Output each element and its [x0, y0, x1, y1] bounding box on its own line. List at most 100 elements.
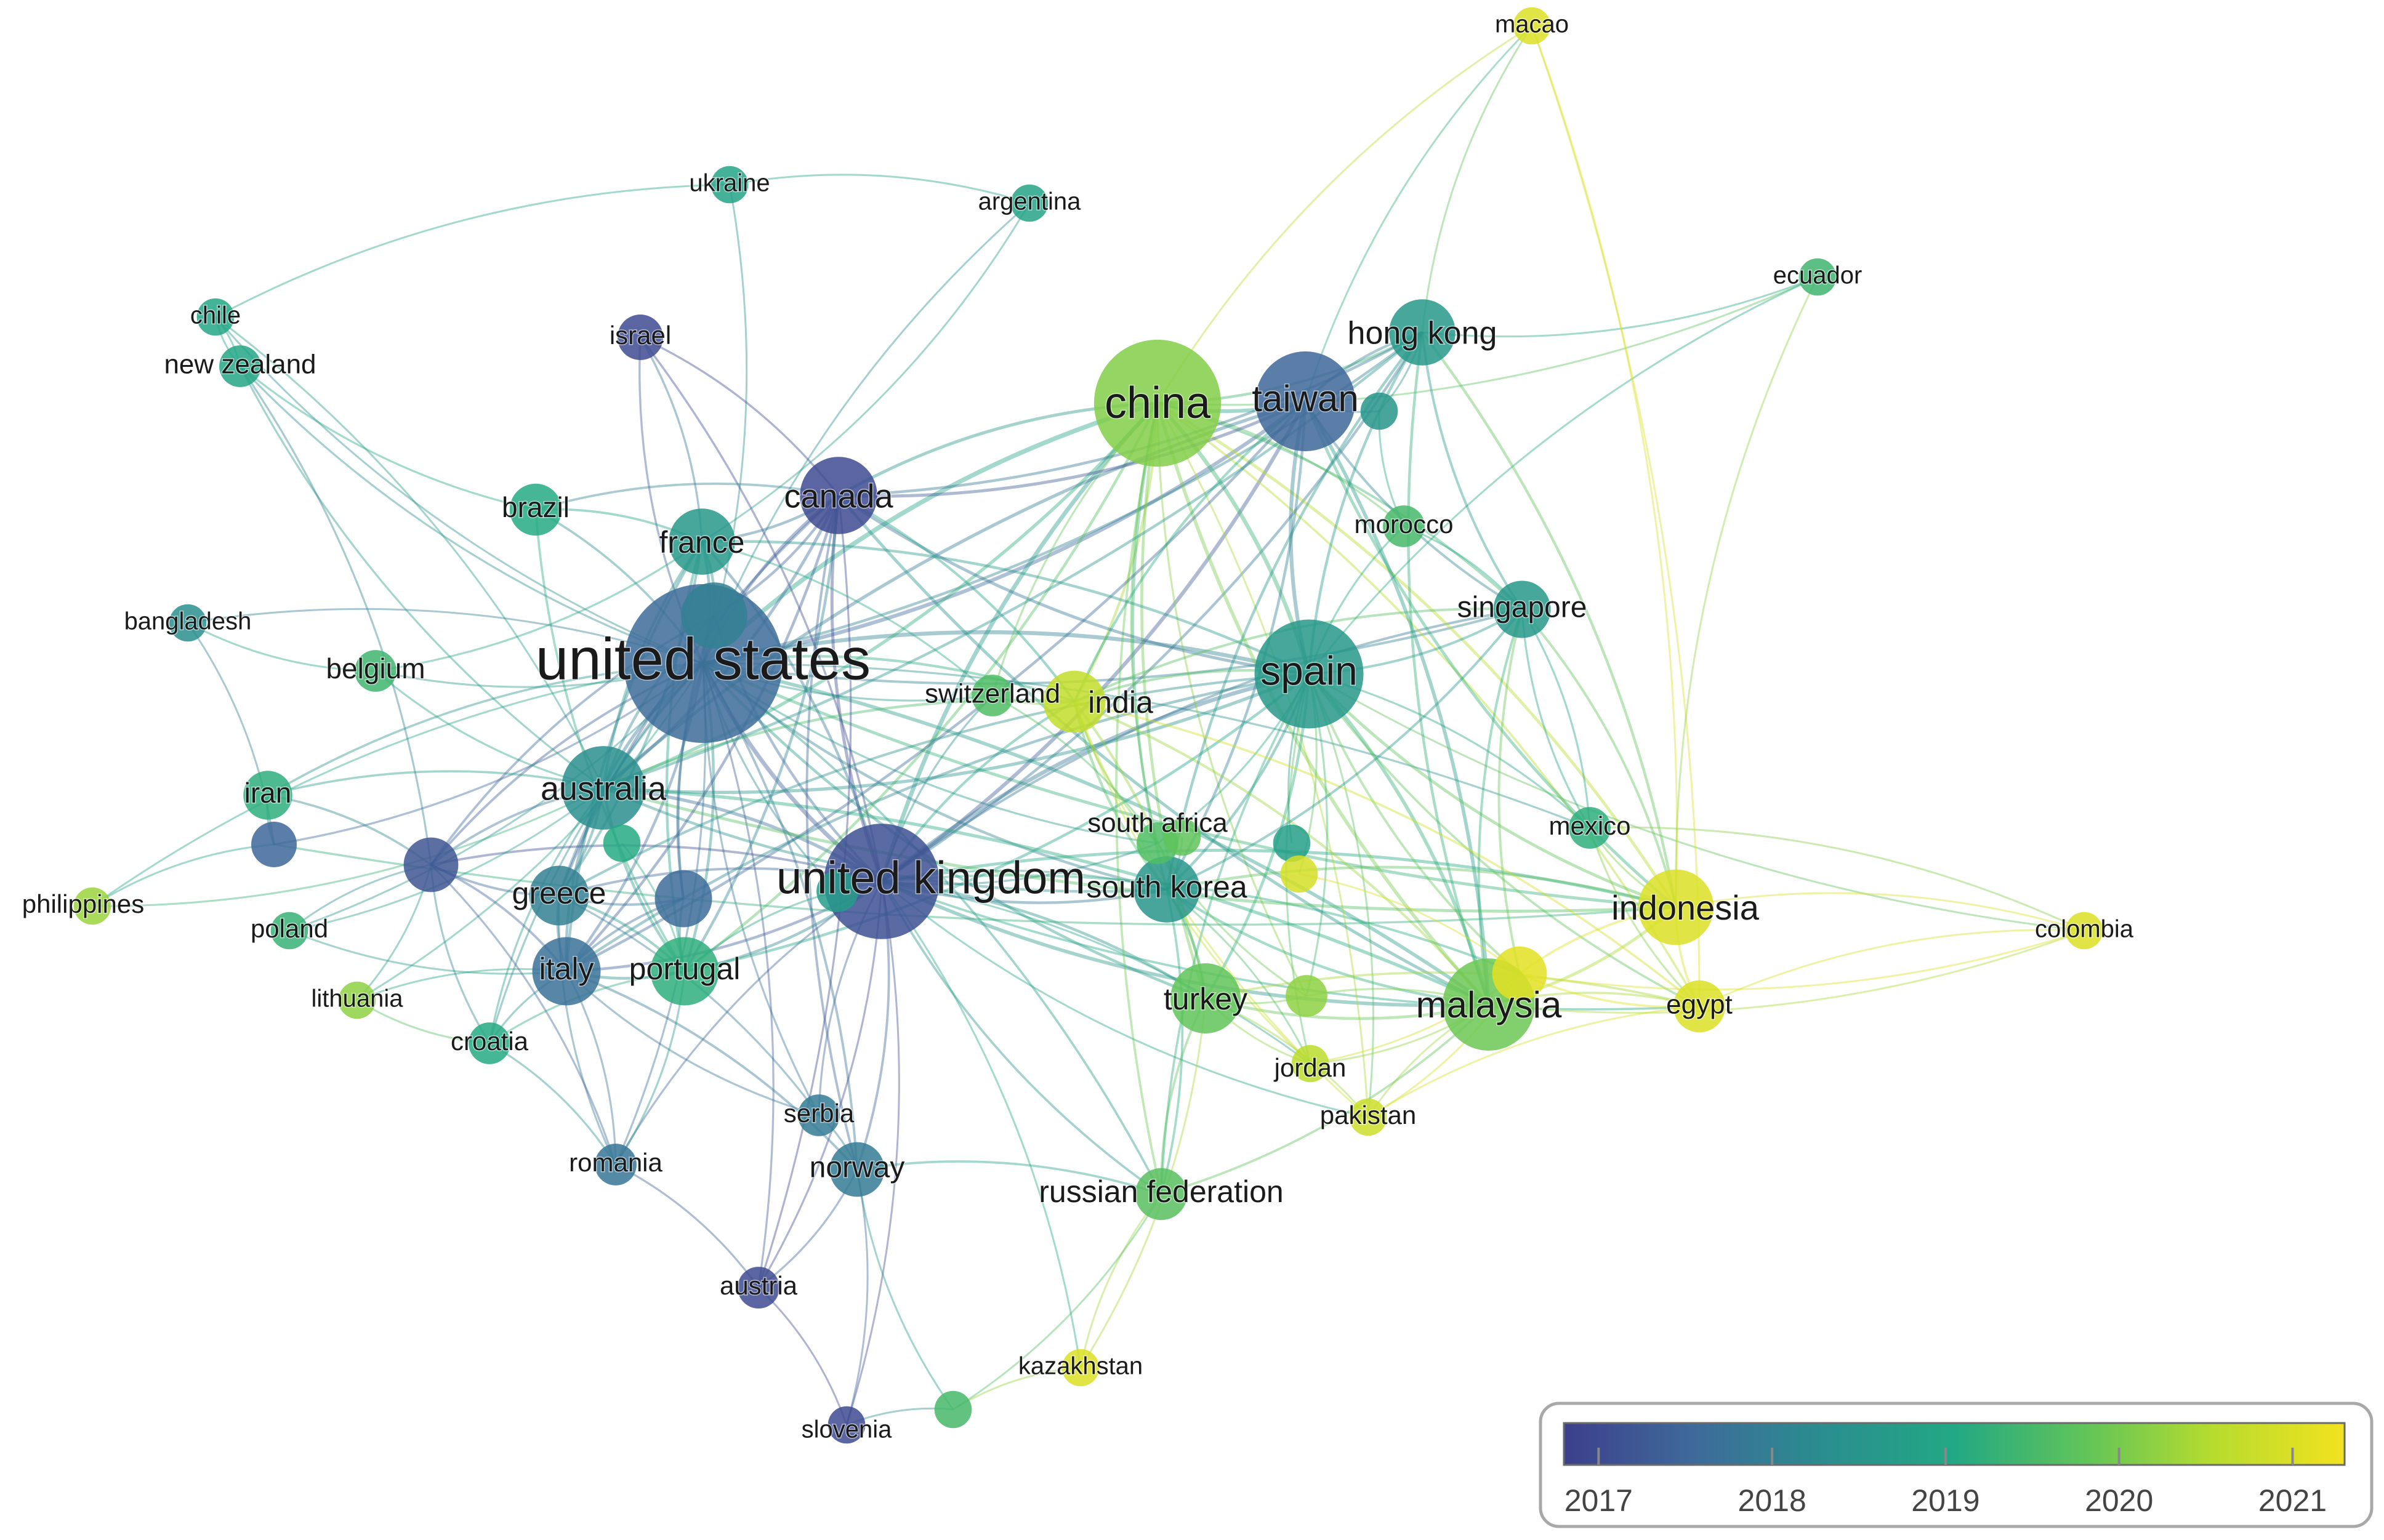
node-croatia[interactable]	[469, 1022, 510, 1064]
node-austria[interactable]	[738, 1267, 779, 1309]
node-u10[interactable]	[1280, 855, 1318, 893]
node-label-macao[interactable]: macao	[1494, 10, 1569, 39]
node-china[interactable]	[1093, 339, 1222, 467]
node-romania[interactable]	[595, 1144, 637, 1185]
node-label-new-zealand[interactable]: new zealand	[163, 348, 317, 380]
node-australia[interactable]	[562, 746, 645, 830]
node-label-greece[interactable]: greece	[511, 875, 607, 912]
node-portugal[interactable]	[650, 937, 719, 1006]
node-turkey[interactable]	[1170, 963, 1241, 1033]
node-macao[interactable]	[1513, 7, 1551, 45]
node-label-poland[interactable]: poland	[249, 913, 329, 944]
node-label-south-korea[interactable]: south korea	[1085, 869, 1248, 905]
node-brazil[interactable]	[509, 483, 562, 536]
node-u13[interactable]	[1163, 818, 1201, 856]
node-taiwan[interactable]	[1255, 351, 1356, 452]
node-indonesia[interactable]	[1638, 869, 1714, 945]
node-belgium[interactable]	[355, 650, 397, 692]
node-label-bangladesh[interactable]: bangladesh	[123, 607, 252, 636]
node-label-china[interactable]: china	[1103, 378, 1212, 429]
node-label-argentina[interactable]: argentina	[977, 187, 1082, 216]
node-label-canada[interactable]: canada	[783, 477, 895, 516]
node-hong-kong[interactable]	[1389, 299, 1456, 366]
node-ukraine[interactable]	[711, 166, 749, 204]
node-label-australia[interactable]: australia	[539, 769, 667, 808]
node-united-kingdom[interactable]	[824, 824, 940, 939]
node-philippines[interactable]	[73, 887, 111, 925]
node-label-united-kingdom[interactable]: united kingdom	[776, 851, 1087, 904]
node-label-taiwan[interactable]: taiwan	[1251, 377, 1359, 420]
node-label-malaysia[interactable]: malaysia	[1415, 983, 1563, 1026]
node-u2[interactable]	[654, 870, 712, 928]
node-slovenia[interactable]	[828, 1406, 866, 1444]
node-u11[interactable]	[934, 1390, 972, 1429]
node-bangladesh[interactable]	[169, 604, 207, 642]
node-egypt[interactable]	[1673, 980, 1726, 1033]
node-label-indonesia[interactable]: indonesia	[1611, 887, 1761, 928]
node-u12[interactable]	[603, 824, 641, 862]
node-u8[interactable]	[1286, 975, 1327, 1017]
node-jordan[interactable]	[1291, 1045, 1329, 1083]
node-spain[interactable]	[1254, 619, 1364, 729]
node-label-south-africa[interactable]: south africa	[1087, 807, 1229, 839]
node-label-india[interactable]: india	[1087, 684, 1154, 721]
node-france[interactable]	[669, 508, 735, 575]
node-label-iran[interactable]: iran	[243, 776, 292, 810]
node-u5[interactable]	[1360, 392, 1398, 430]
node-label-lithuania[interactable]: lithuania	[310, 984, 405, 1013]
node-switzerland[interactable]	[972, 675, 1013, 716]
node-new-zealand[interactable]	[219, 345, 261, 387]
node-greece[interactable]	[529, 865, 589, 926]
node-label-united-states[interactable]: united states	[534, 625, 871, 693]
node-label-kazakhstan[interactable]: kazakhstan	[1017, 1352, 1143, 1381]
node-label-egypt[interactable]: egypt	[1665, 989, 1734, 1021]
node-norway[interactable]	[829, 1142, 885, 1197]
node-label-jordan[interactable]: jordan	[1272, 1053, 1347, 1083]
node-label-colombia[interactable]: colombia	[2034, 915, 2135, 944]
node-label-romania[interactable]: romania	[568, 1147, 664, 1178]
node-label-hong-kong[interactable]: hong kong	[1347, 315, 1498, 352]
node-label-philippines[interactable]: philippines	[21, 889, 145, 920]
node-mexico[interactable]	[1569, 807, 1611, 849]
node-lithuania[interactable]	[338, 981, 376, 1019]
node-u9[interactable]	[1273, 824, 1311, 862]
node-label-ecuador[interactable]: ecuador	[1772, 261, 1863, 290]
node-label-pakistan[interactable]: pakistan	[1319, 1100, 1417, 1131]
node-u7[interactable]	[1492, 946, 1547, 1001]
node-israel[interactable]	[618, 315, 663, 360]
node-label-morocco[interactable]: morocco	[1353, 509, 1454, 540]
node-label-russian-federation[interactable]: russian federation	[1038, 1174, 1284, 1210]
node-colombia[interactable]	[2065, 912, 2103, 950]
node-label-norway[interactable]: norway	[808, 1150, 906, 1185]
node-u3[interactable]	[251, 822, 297, 867]
node-iran[interactable]	[243, 771, 292, 820]
node-serbia[interactable]	[798, 1094, 840, 1136]
node-label-switzerland[interactable]: switzerland	[924, 678, 1061, 710]
node-south-korea[interactable]	[1134, 856, 1200, 923]
node-chile[interactable]	[196, 298, 235, 336]
node-argentina[interactable]	[1010, 184, 1049, 222]
node-italy[interactable]	[532, 937, 601, 1006]
node-label-turkey[interactable]: turkey	[1162, 981, 1248, 1017]
node-label-ukraine[interactable]: ukraine	[688, 169, 771, 198]
node-label-spain[interactable]: spain	[1260, 647, 1359, 694]
node-label-israel[interactable]: israel	[608, 320, 672, 351]
node-u6[interactable]	[816, 870, 858, 912]
node-label-singapore[interactable]: singapore	[1456, 590, 1588, 625]
node-label-france[interactable]: france	[658, 524, 746, 561]
node-u1[interactable]	[681, 582, 747, 649]
node-label-slovenia[interactable]: slovenia	[800, 1415, 893, 1444]
node-label-croatia[interactable]: croatia	[449, 1026, 530, 1057]
node-label-serbia[interactable]: serbia	[783, 1098, 855, 1129]
node-russian-federation[interactable]	[1135, 1168, 1188, 1221]
node-label-chile[interactable]: chile	[189, 301, 241, 330]
node-u4[interactable]	[403, 837, 459, 892]
node-canada[interactable]	[800, 457, 877, 534]
node-label-brazil[interactable]: brazil	[501, 491, 571, 524]
node-label-belgium[interactable]: belgium	[325, 652, 426, 686]
node-india[interactable]	[1043, 670, 1106, 733]
node-ecuador[interactable]	[1798, 258, 1837, 296]
node-label-mexico[interactable]: mexico	[1548, 811, 1632, 841]
node-poland[interactable]	[270, 912, 308, 950]
node-label-portugal[interactable]: portugal	[628, 951, 741, 987]
